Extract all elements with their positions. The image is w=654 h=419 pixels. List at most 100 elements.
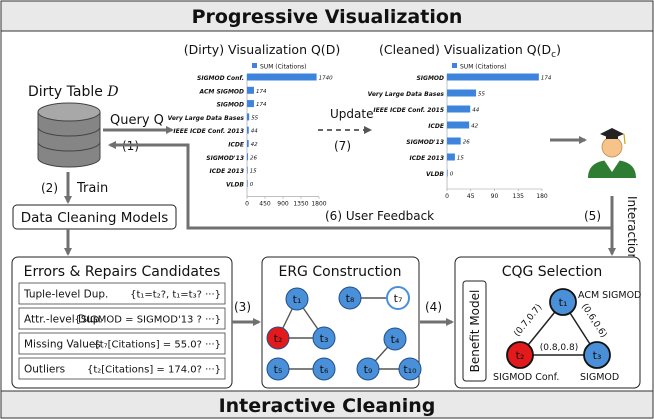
errors-rows: Tuple-level Dup. {t₁=t₂?, t₁=t₃? ···} Attr…	[18, 282, 226, 380]
erg-node-label: t₃	[320, 332, 329, 345]
bar-value-label: 174	[256, 89, 267, 95]
bar	[247, 179, 248, 187]
errors-title: Errors & Repairs Candidates	[24, 264, 221, 280]
error-row-label: Tuple-level Dup.	[23, 289, 108, 301]
erg-node-label: t₆	[320, 363, 329, 376]
bar	[247, 113, 250, 121]
cqg-node-name: SIGMOD Conf.	[493, 372, 559, 383]
bar	[247, 73, 317, 81]
category-label: ACM SIGMOD	[199, 88, 244, 95]
cqg-node-name: SIGMOD	[580, 372, 619, 383]
erg-node	[266, 326, 290, 350]
bar	[447, 73, 539, 81]
user-feedback-label: (6) User Feedback	[325, 209, 434, 223]
cleaning-models-box	[12, 204, 177, 230]
error-row-label: Outliers	[24, 364, 65, 376]
error-row-value: {t₂[Citations] = 174.0? ···}	[87, 365, 221, 376]
erg-node-label: t₈	[346, 292, 355, 305]
error-row-value: {t₇[Citations] = 55.0? ···}	[93, 340, 221, 351]
error-row-box	[18, 357, 226, 380]
bar-value-label: 1740	[319, 76, 333, 82]
footer-title: Interactive Cleaning	[219, 395, 436, 417]
bar	[447, 121, 470, 129]
bar-value-label: 26	[463, 140, 470, 146]
category-label: ICDE	[428, 123, 445, 130]
bar-value-label: 15	[457, 156, 464, 162]
bar-value-label: 55	[251, 115, 258, 121]
category-label: Very Large Data Bases	[168, 115, 245, 122]
footer-band	[0, 390, 654, 419]
error-row-box	[18, 332, 226, 355]
bar	[247, 100, 254, 108]
cqg-title: CQG Selection	[502, 264, 603, 280]
error-row-value: {SIGMOD = SIGMOD'13 ? ···}	[74, 315, 221, 326]
category-label: SIGMOD'13	[206, 155, 244, 162]
student-user-icon	[588, 128, 636, 178]
bar-value-label: 44	[472, 108, 479, 114]
category-label: VLDB	[426, 171, 444, 178]
legend-swatch	[452, 63, 457, 68]
cqg-step: (4)	[425, 300, 442, 314]
train-step: (2)	[41, 181, 58, 195]
erg-title: ERG Construction	[278, 264, 401, 280]
bar	[447, 153, 455, 161]
bar-value-label: 174	[256, 102, 267, 108]
cqg-node-label: t₃	[593, 349, 602, 362]
erg-node	[312, 326, 336, 350]
x-tick-label: 900	[277, 201, 289, 208]
x-tick-label: 1800	[311, 201, 326, 208]
x-tick-label: 0	[445, 193, 449, 200]
bar-value-label: 0	[450, 172, 454, 178]
erg-node	[285, 287, 309, 311]
cqg-node-label: t₂	[516, 349, 525, 362]
category-label: SIGMOD	[216, 102, 244, 109]
erg-node-label: t₇	[394, 292, 403, 305]
error-row-value: {t₁=t₂?, t₁=t₃? ···}	[130, 290, 221, 301]
x-tick-label: 90	[491, 193, 499, 200]
benefit-model-label: Benefit Model	[468, 290, 482, 373]
x-tick-label: 0	[245, 201, 249, 208]
cqg-node-label: t₁	[559, 296, 568, 309]
erg-node	[312, 357, 336, 381]
legend-label: SUM (Citations)	[260, 64, 306, 71]
error-row-label: Attr.-level Dup.	[24, 314, 103, 326]
dirty-table-label: Dirty Table D	[28, 84, 119, 100]
train-label: Train	[76, 181, 108, 196]
error-row-box	[18, 307, 226, 330]
bar	[247, 166, 248, 174]
erg-node	[266, 357, 290, 381]
bar-value-label: 42	[251, 142, 258, 148]
erg-node-label: t₁₀	[403, 363, 417, 376]
category-label: SIGMOD Conf.	[197, 75, 244, 82]
x-tick-label: 45	[467, 193, 475, 200]
category-label: ICDE	[228, 142, 245, 149]
cqg-edge-label: (0.8,0.8)	[540, 343, 579, 353]
erg-node	[356, 357, 380, 381]
erg-node-label: t₂	[274, 332, 283, 345]
cqg-node	[583, 341, 611, 369]
x-tick-label: 180	[536, 193, 548, 200]
bar-value-label: 0	[250, 182, 254, 188]
category-label: SIGMOD'13	[406, 139, 444, 146]
erg-node	[398, 357, 422, 381]
cleaning-models-label: Data Cleaning Models	[21, 210, 169, 226]
clean-vis-title: (Cleaned) Visualization Q(Dc)	[379, 42, 561, 60]
erg-node	[386, 286, 410, 310]
bar	[247, 140, 249, 147]
interaction-label: Interaction	[625, 196, 639, 261]
bar	[447, 169, 448, 177]
bar-value-label: 174	[541, 76, 552, 82]
x-tick-label: 450	[259, 201, 271, 208]
legend-swatch	[252, 63, 257, 68]
cqg-triangle	[518, 300, 599, 356]
bar	[447, 105, 471, 113]
database-icon	[37, 102, 101, 168]
update-step: (7)	[334, 139, 351, 153]
cqg-node-name: ACM SIGMOD	[578, 290, 641, 301]
error-row-box	[18, 282, 226, 305]
